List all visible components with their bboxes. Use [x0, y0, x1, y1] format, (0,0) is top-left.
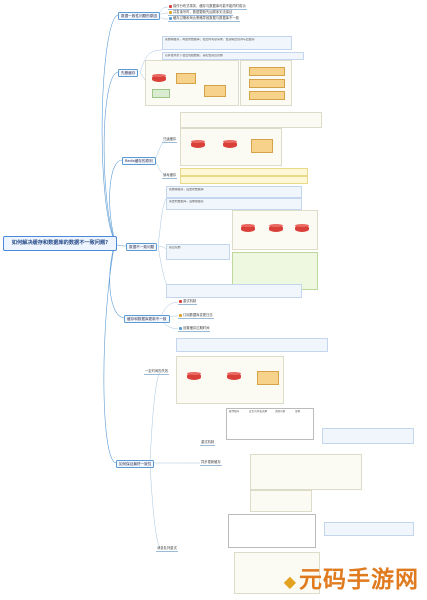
flag-icon — [169, 10, 172, 14]
list-item: 设置缓存过期时间 — [178, 326, 211, 332]
flag-icon — [179, 326, 182, 330]
list-item: 读写缓存 — [162, 173, 178, 179]
diagram-card — [232, 210, 318, 250]
branch-delete-cache-first[interactable]: 先删缓存 — [118, 69, 139, 77]
branch-inconsistency[interactable]: 数据不一致问题 — [126, 243, 158, 251]
diagram-card — [240, 60, 292, 106]
note-card — [234, 552, 320, 594]
list-item: 缓存过期和淘汰策略导致数据与数据库不一致 — [168, 16, 240, 22]
database-icon — [187, 371, 201, 380]
database-icon — [269, 223, 283, 232]
database-icon — [191, 139, 205, 148]
note-card — [180, 176, 308, 184]
diagram-card — [145, 60, 239, 106]
database-icon — [241, 223, 255, 232]
note-card: 先删除缓存，再更新数据库；若此时有读请求，会读取旧值并写回缓存 — [162, 36, 292, 50]
compare-table: 操作顺序 是否有并发请求 潜在问题 现象 — [226, 408, 314, 440]
cache-box — [249, 67, 285, 76]
note-card — [250, 454, 362, 490]
diagram-card — [180, 128, 282, 166]
database-icon — [227, 371, 241, 380]
logo-icon: ◆ — [283, 572, 297, 591]
list-item: 重试机制 — [200, 440, 216, 446]
cache-box — [249, 79, 285, 88]
cache-box — [257, 371, 279, 385]
list-item: 重试机制 — [178, 299, 198, 305]
branch-eventual-consistency[interactable]: 如何保证最终一致性 — [116, 460, 155, 468]
branch-redis-principle[interactable]: Redis缓存的原则 — [122, 157, 156, 165]
cache-box — [176, 73, 196, 84]
diagram-card — [176, 356, 284, 404]
note-card — [250, 490, 312, 512]
list-item: 并发读写时，数据更新先后顺序无法保证 — [168, 10, 234, 16]
watermark-logo: ◆元码手游网 — [283, 567, 419, 593]
note-card — [322, 428, 414, 444]
note-card — [176, 338, 328, 352]
cache-box — [249, 91, 285, 100]
cache-box — [251, 139, 273, 153]
flag-icon — [179, 299, 182, 303]
database-icon — [295, 223, 309, 232]
flag-icon — [179, 313, 182, 317]
list-item: 操作分布式事务，缓存与数据库可能不能同时成功 — [168, 4, 247, 10]
note-card — [180, 112, 322, 128]
note-card: 延迟双删 — [166, 244, 230, 260]
list-item: 异步更新缓存 — [200, 460, 222, 466]
list-item: 订阅数据库变更日志 — [178, 313, 214, 319]
database-icon — [152, 73, 166, 82]
note-card — [166, 284, 302, 298]
database-icon — [223, 139, 237, 148]
list-item: 消息队列重试 — [156, 546, 178, 552]
flag-icon — [169, 16, 172, 20]
note-card: 先更新数据库，后删除缓存 — [166, 198, 302, 210]
flag-icon — [169, 4, 172, 8]
note-card: 先删除缓存，后更新数据库 — [166, 186, 302, 198]
note-card — [324, 522, 414, 536]
compare-table — [228, 514, 316, 548]
cache-box — [204, 85, 226, 97]
note-card: 高并发场景下会出现脏数据，需配合延迟双删 — [162, 52, 304, 60]
request-box — [152, 89, 170, 98]
note-card — [180, 168, 308, 176]
branch-consistency-cause[interactable]: 数据一致性问题的原因 — [118, 12, 160, 20]
result-table — [232, 252, 318, 290]
list-item: 只读缓存 — [162, 137, 178, 143]
list-item: 一定时间内失效 — [144, 369, 170, 375]
root-topic[interactable]: 如何解决缓存和数据库的数据不一致问题? — [3, 236, 117, 251]
branch-update-inconsistent[interactable]: 缓存和数据库更新不一致 — [124, 315, 170, 323]
